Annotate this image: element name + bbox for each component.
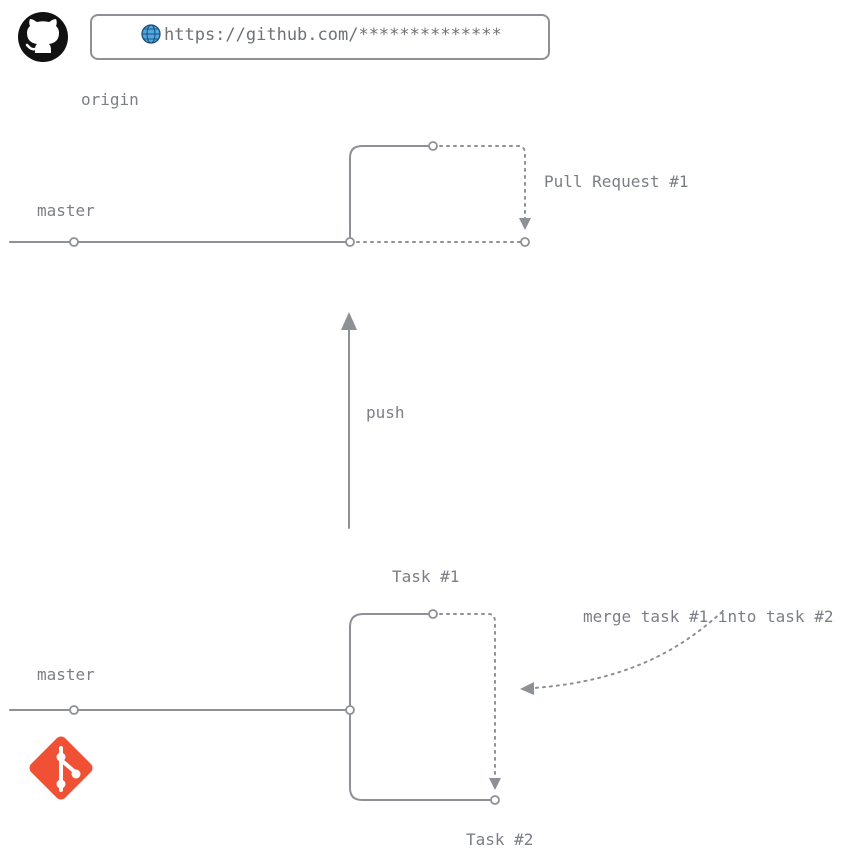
task2-branch xyxy=(349,709,496,801)
task1-branch xyxy=(349,613,434,711)
pull-request-label: Pull Request #1 xyxy=(544,172,689,191)
remote-feature-branch xyxy=(349,145,434,243)
task1-label: Task #1 xyxy=(392,567,459,586)
remote-commit-node xyxy=(69,237,79,247)
url-bar[interactable]: https://github.com/************** xyxy=(90,14,550,60)
globe-icon xyxy=(141,24,161,44)
task2-node xyxy=(490,795,500,805)
merge-task-arrowhead xyxy=(489,778,501,790)
pull-request-arrowhead xyxy=(519,218,531,230)
merge-task-path xyxy=(432,613,496,779)
url-text: https://github.com/************** xyxy=(164,25,502,45)
local-branch-node xyxy=(345,705,355,715)
push-label: push xyxy=(366,403,405,422)
merge-note-label: merge task #1 into task #2 xyxy=(583,607,833,626)
merge-note-pointer xyxy=(533,611,723,689)
remote-master-label: master xyxy=(37,201,95,220)
pull-request-path xyxy=(432,145,526,219)
local-commit-node xyxy=(69,705,79,715)
task2-label: Task #2 xyxy=(466,830,533,849)
remote-name-label: origin xyxy=(81,90,139,109)
git-icon xyxy=(29,736,93,800)
task1-node xyxy=(428,609,438,619)
github-icon xyxy=(18,12,68,62)
remote-branch-node xyxy=(345,237,355,247)
remote-feature-node xyxy=(428,141,438,151)
push-arrowhead xyxy=(341,312,357,330)
merge-note-arrowhead xyxy=(520,682,534,695)
local-master-label: master xyxy=(37,665,95,684)
remote-merged-node xyxy=(520,237,530,247)
